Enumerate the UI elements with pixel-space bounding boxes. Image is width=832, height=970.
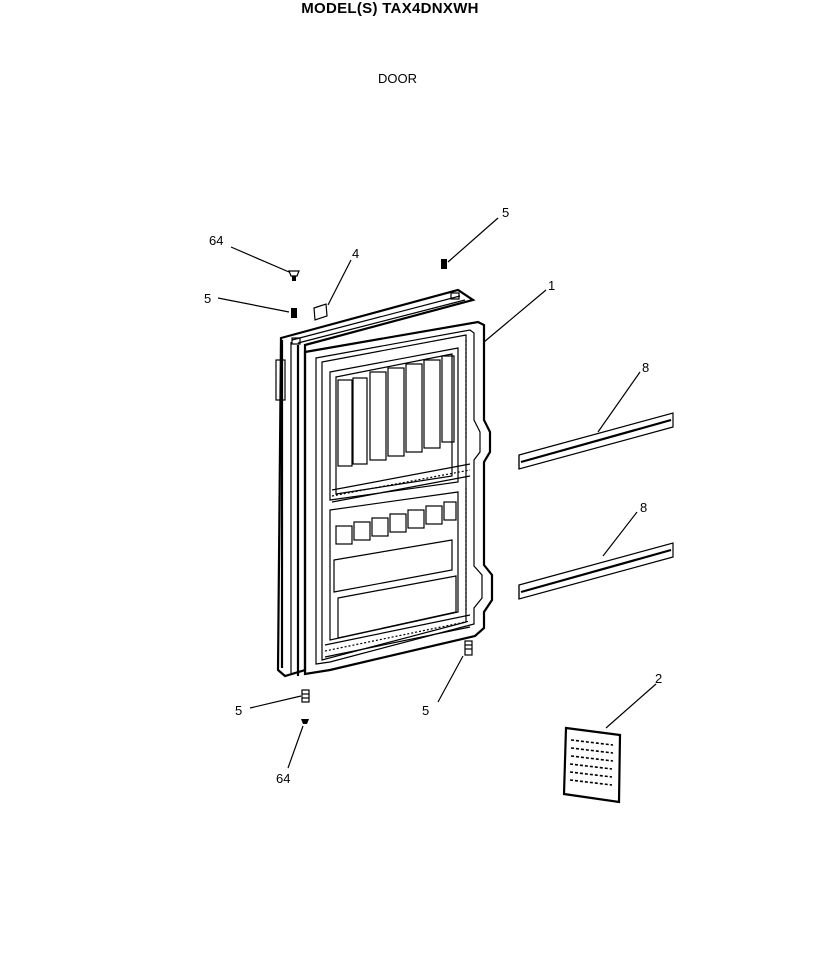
- callout-door-assembly: 1: [548, 278, 555, 293]
- screw-top-right: [441, 259, 447, 269]
- callout-screw-top-left: 5: [204, 291, 211, 306]
- section-title: DOOR: [378, 71, 417, 86]
- callout-hinge-pin-top: 64: [209, 233, 223, 248]
- callout-shelf-rail-lower: 8: [640, 500, 647, 515]
- hinge-pin-bottom: [301, 719, 309, 724]
- shelf-rail-lower: [518, 542, 674, 600]
- callout-hinge-pin-bottom: 64: [276, 771, 290, 786]
- callout-screw-bottom-left: 5: [235, 703, 242, 718]
- hinge-pin-top: [288, 270, 300, 281]
- screw-bottom-right: [464, 640, 473, 656]
- page-title: MODEL(S) TAX4DNXWH: [301, 0, 479, 17]
- callout-cap-part: 4: [352, 246, 359, 261]
- shelf-rail-upper: [518, 412, 674, 470]
- cap-part: [313, 303, 328, 321]
- screw-bottom-left: [301, 689, 310, 703]
- callout-shelf-rail-upper: 8: [642, 360, 649, 375]
- callout-screw-bottom-right: 5: [422, 703, 429, 718]
- label-plate: [562, 726, 622, 804]
- upper-cells: [337, 355, 455, 467]
- callout-screw-top-right: 5: [502, 205, 509, 220]
- leader-lines: [217, 217, 657, 769]
- door-assembly: [275, 288, 494, 678]
- callout-label-plate: 2: [655, 671, 662, 686]
- lower-cells: [335, 501, 457, 545]
- screw-top-left: [291, 308, 297, 318]
